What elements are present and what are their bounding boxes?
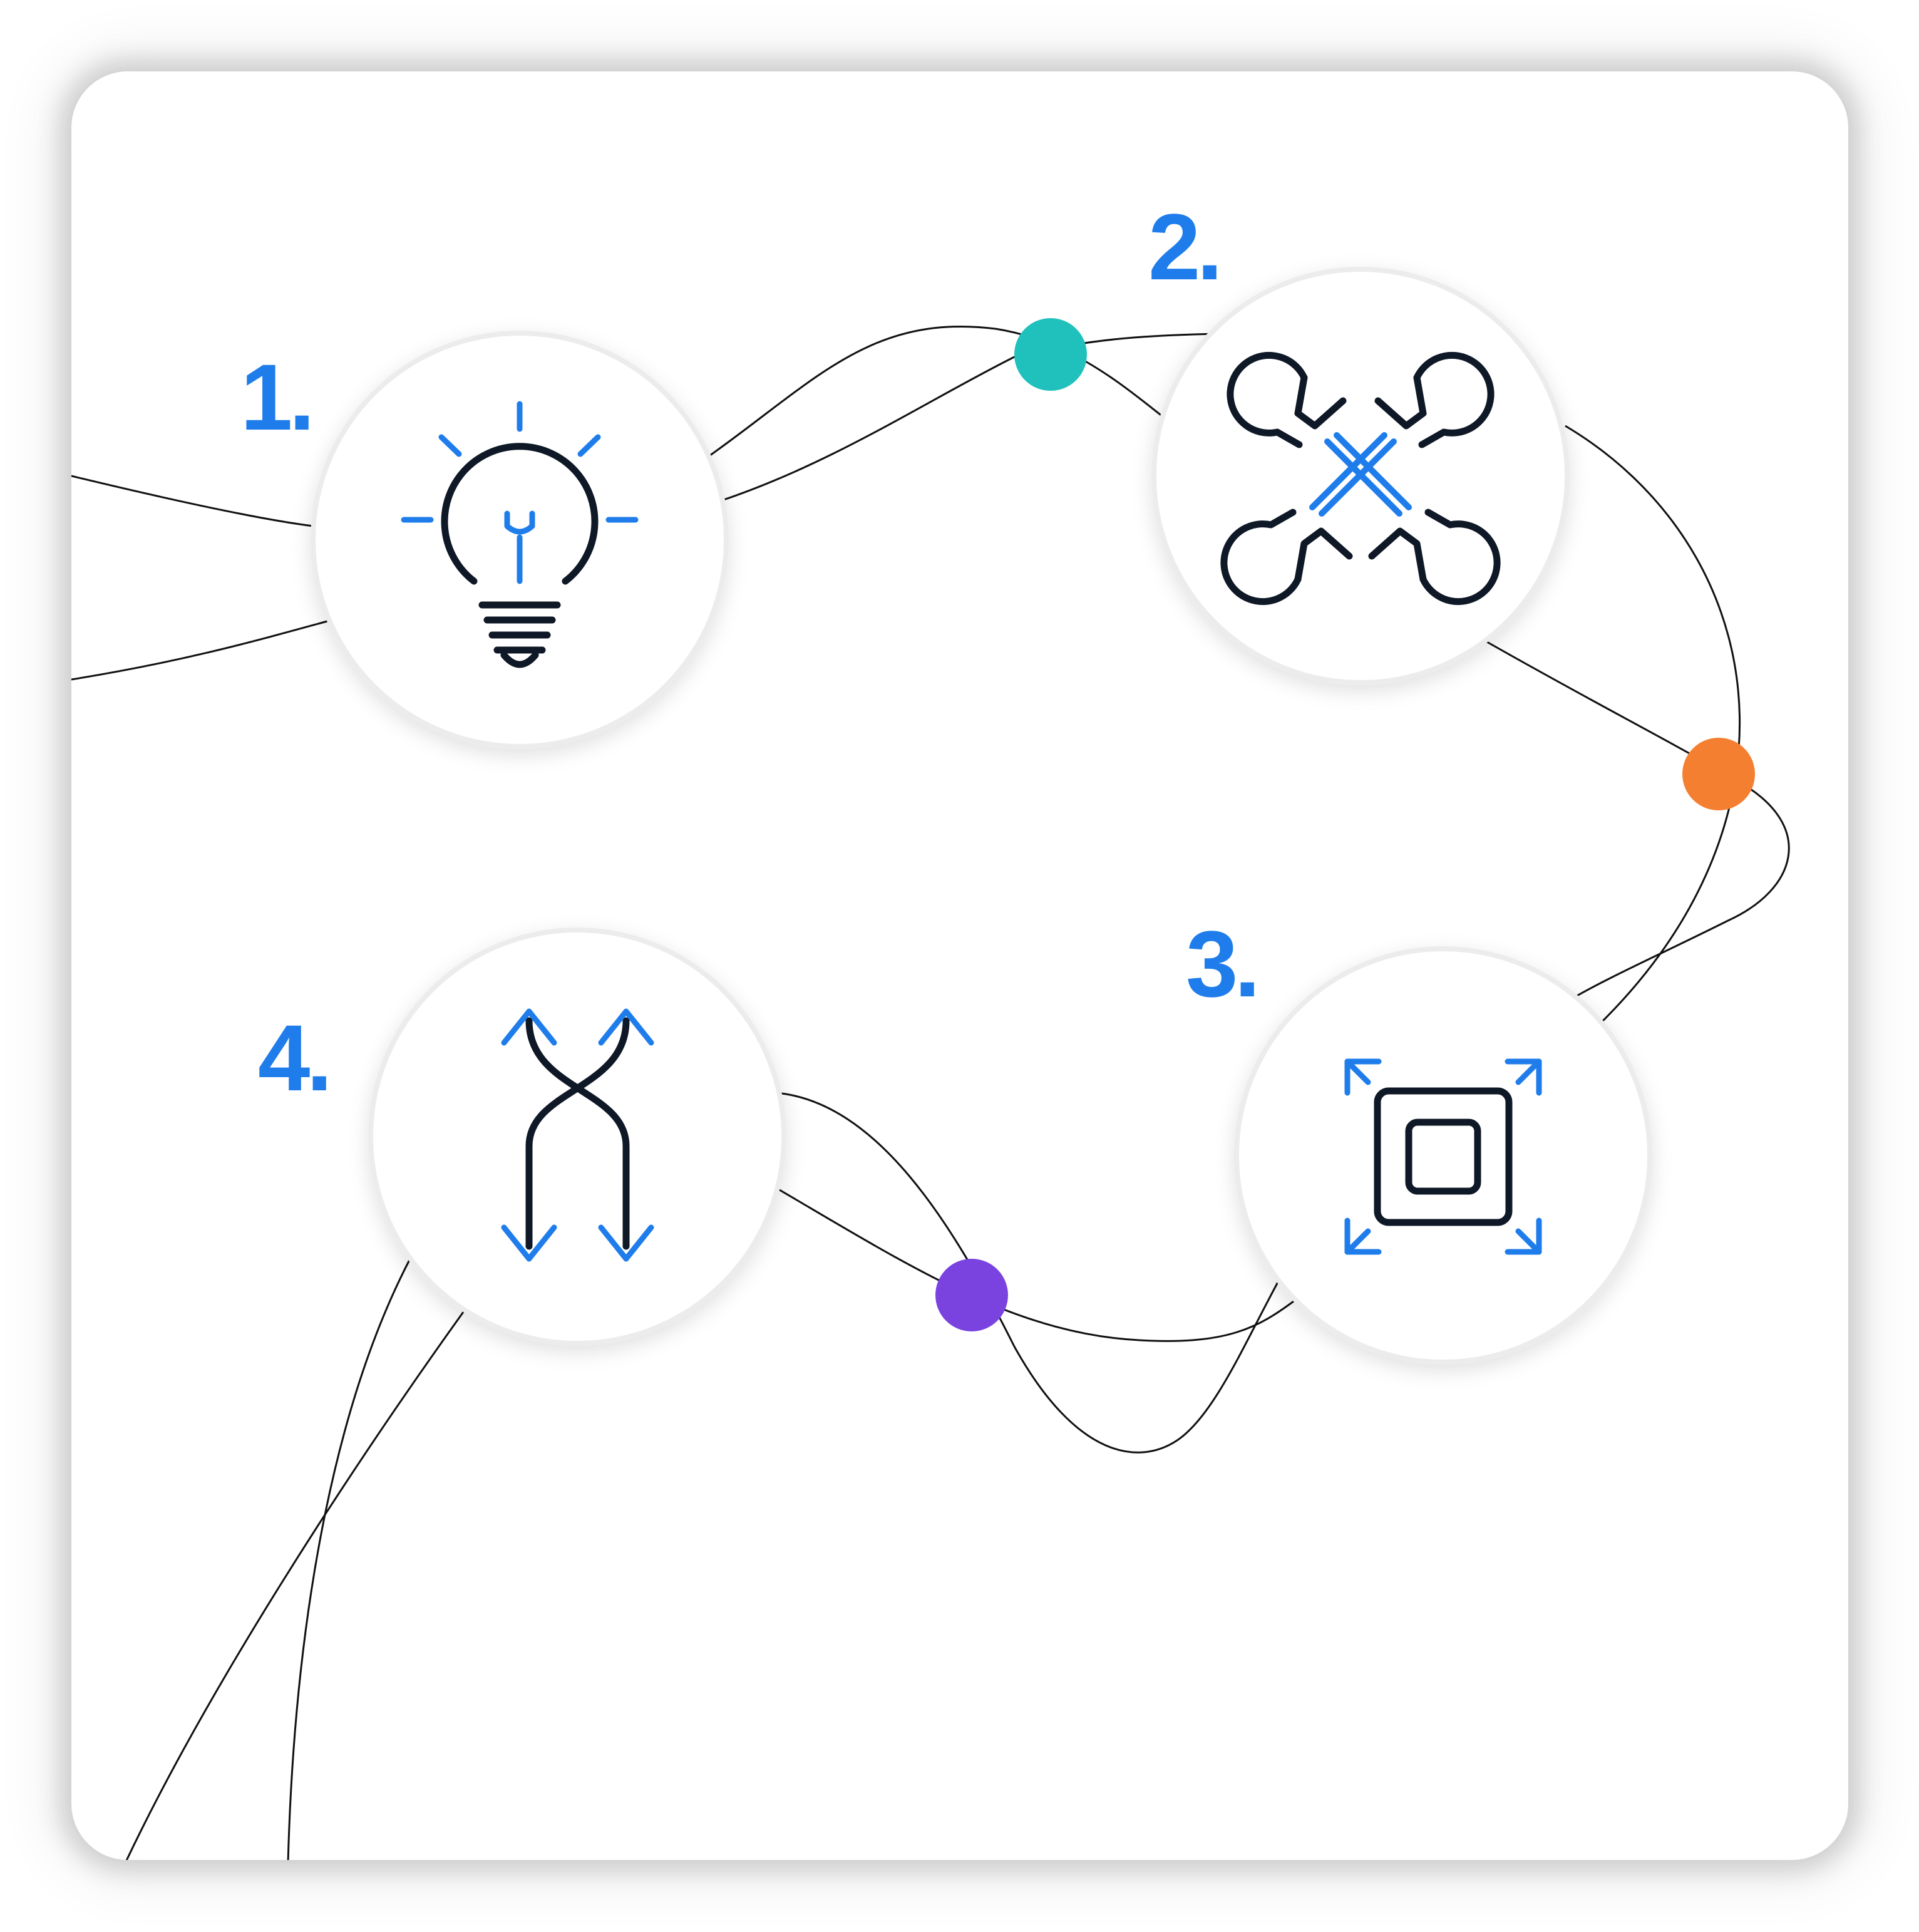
step-4-circle bbox=[368, 927, 786, 1346]
curve-4-down-outer bbox=[125, 1311, 465, 1860]
curve-3-to-4-lower bbox=[779, 1189, 1297, 1342]
curve-2-to-3-outer bbox=[1565, 425, 1741, 1028]
diagram-canvas bbox=[71, 267, 1790, 1860]
connector-curves bbox=[71, 325, 1790, 1860]
step-2-node bbox=[1151, 267, 1570, 685]
curve-1-to-2-lower bbox=[719, 333, 1218, 502]
step-number-3: 3. bbox=[1186, 911, 1260, 1016]
lightbulb-icon bbox=[401, 401, 639, 668]
step-number-1: 1. bbox=[240, 344, 315, 450]
step-1-node bbox=[311, 331, 729, 749]
crossed-wrenches-icon bbox=[1220, 351, 1501, 606]
expand-square-icon bbox=[1344, 1058, 1542, 1255]
step-number-4: 4. bbox=[258, 1005, 332, 1110]
curve-1-to-2-upper bbox=[707, 325, 1171, 458]
junction-dot-teal bbox=[1014, 318, 1087, 391]
crossing-arrows-icon bbox=[501, 1008, 654, 1262]
step-number-2: 2. bbox=[1148, 194, 1223, 299]
step-3-circle bbox=[1234, 946, 1652, 1365]
junction-dot-purple bbox=[935, 1259, 1008, 1331]
curve-4-down-inner bbox=[287, 1258, 411, 1860]
curve-3-to-4-wave bbox=[776, 1092, 1282, 1454]
curve-2-to-3-inner bbox=[1486, 641, 1790, 1000]
step-3-node bbox=[1234, 946, 1652, 1365]
curve-left-upper bbox=[71, 475, 314, 527]
curve-left-lower bbox=[71, 619, 332, 681]
junction-dot-orange bbox=[1682, 738, 1755, 810]
step-4-node bbox=[368, 927, 786, 1346]
diagram-card: 1. 2. 3. 4. bbox=[71, 71, 1848, 1860]
